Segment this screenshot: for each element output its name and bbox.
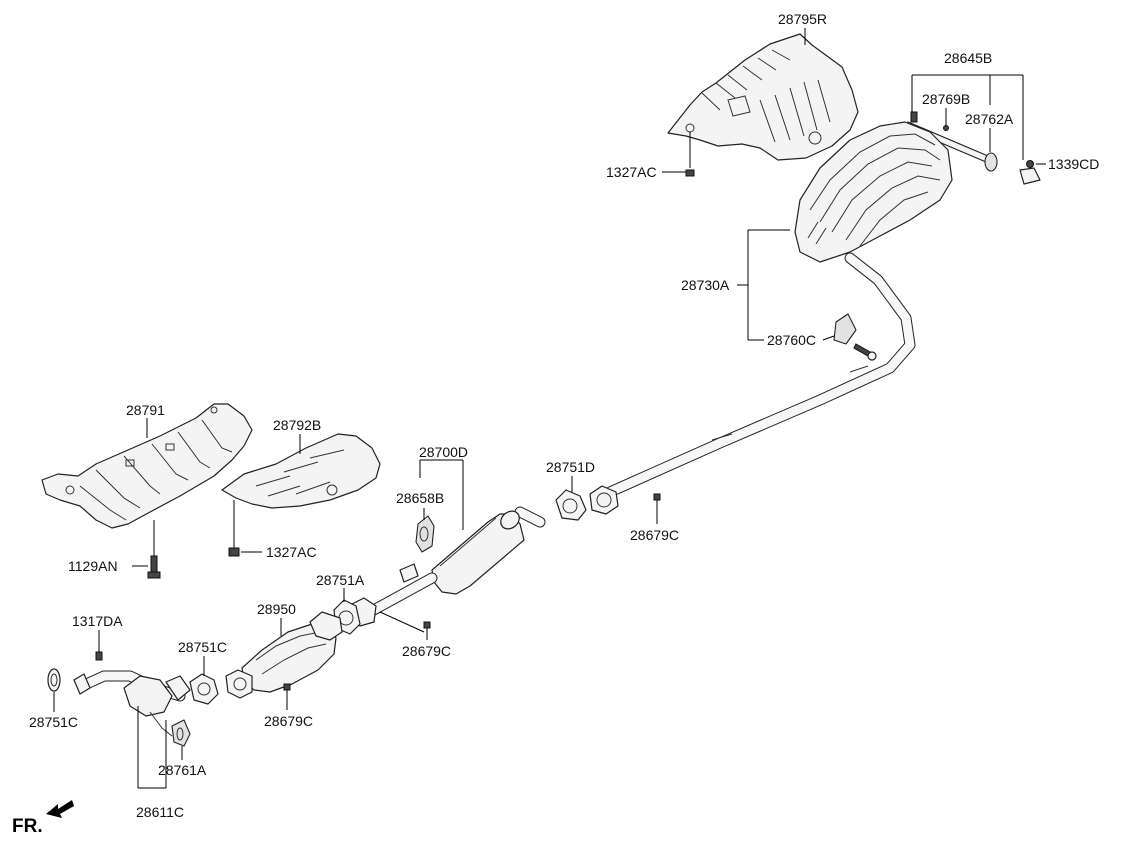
part-label-gasket-center: 28751A bbox=[316, 572, 365, 588]
part-label-nut-front: 28679C bbox=[264, 713, 313, 729]
part-label-center-muffler: 28700D bbox=[419, 444, 468, 460]
muffler-hanger-rubber-drawing bbox=[833, 313, 877, 361]
front-direction-label: FR. bbox=[12, 816, 43, 837]
part-label-gasket-inlet: 28751C bbox=[29, 714, 78, 730]
part-label-bolt-shield: 1129AN bbox=[68, 558, 118, 574]
part-label-bolt-hanger: 28769B bbox=[922, 91, 970, 107]
part-label-hanger-rubber-muffler: 28760C bbox=[767, 332, 816, 348]
part-label-heat-shield-rear: 28795R bbox=[778, 11, 827, 27]
part-label-nut-hanger: 1339CD bbox=[1048, 156, 1099, 172]
front-hanger-drawing bbox=[171, 719, 191, 747]
rear-muffler-drawing bbox=[794, 121, 953, 263]
part-label-nut-shield-center: 1327AC bbox=[266, 544, 317, 560]
leader-lines bbox=[53, 28, 1046, 789]
part-label-hanger-assy: 28645B bbox=[944, 50, 992, 66]
part-label-nut-center: 28679C bbox=[402, 643, 451, 659]
rear-shield-nut-drawing bbox=[685, 132, 695, 177]
front-heat-shield-drawing bbox=[41, 403, 253, 529]
front-shield-bolt-drawing bbox=[147, 520, 161, 579]
catalytic-converter-drawing bbox=[225, 611, 343, 699]
front-pipe-drawing bbox=[73, 651, 191, 737]
center-shield-nut-drawing bbox=[228, 500, 240, 557]
front-direction-arrow bbox=[46, 800, 74, 818]
rear-heat-shield-drawing bbox=[667, 33, 859, 161]
part-label-front-pipe: 28611C bbox=[136, 804, 184, 820]
center-heat-shield-drawing bbox=[221, 433, 381, 509]
inlet-gasket-drawing bbox=[47, 668, 61, 692]
part-label-gasket-rear: 28751D bbox=[546, 459, 595, 475]
part-label-clip: 1317DA bbox=[72, 613, 123, 629]
part-label-hanger-front: 28761A bbox=[158, 762, 207, 778]
rear-gasket-drawing bbox=[555, 485, 661, 521]
part-label-nut-shield-rear: 1327AC bbox=[606, 164, 657, 180]
part-label-nut-rear: 28679C bbox=[630, 527, 679, 543]
intermediate-pipe-drawing bbox=[604, 252, 916, 498]
front-gasket-drawing bbox=[189, 673, 219, 705]
part-label-heat-shield-front: 28791 bbox=[126, 402, 165, 418]
part-label-rear-muffler: 28730A bbox=[681, 277, 730, 293]
part-label-hanger-center: 28658B bbox=[396, 490, 444, 506]
part-label-hanger-rubber-rear: 28762A bbox=[965, 111, 1014, 127]
part-label-heat-shield-center: 28792B bbox=[273, 417, 321, 433]
part-label-catalytic-converter: 28950 bbox=[257, 601, 296, 617]
center-hanger-drawing bbox=[415, 515, 435, 553]
center-muffler-drawing bbox=[349, 506, 546, 627]
part-label-gasket-front: 28751C bbox=[178, 639, 227, 655]
